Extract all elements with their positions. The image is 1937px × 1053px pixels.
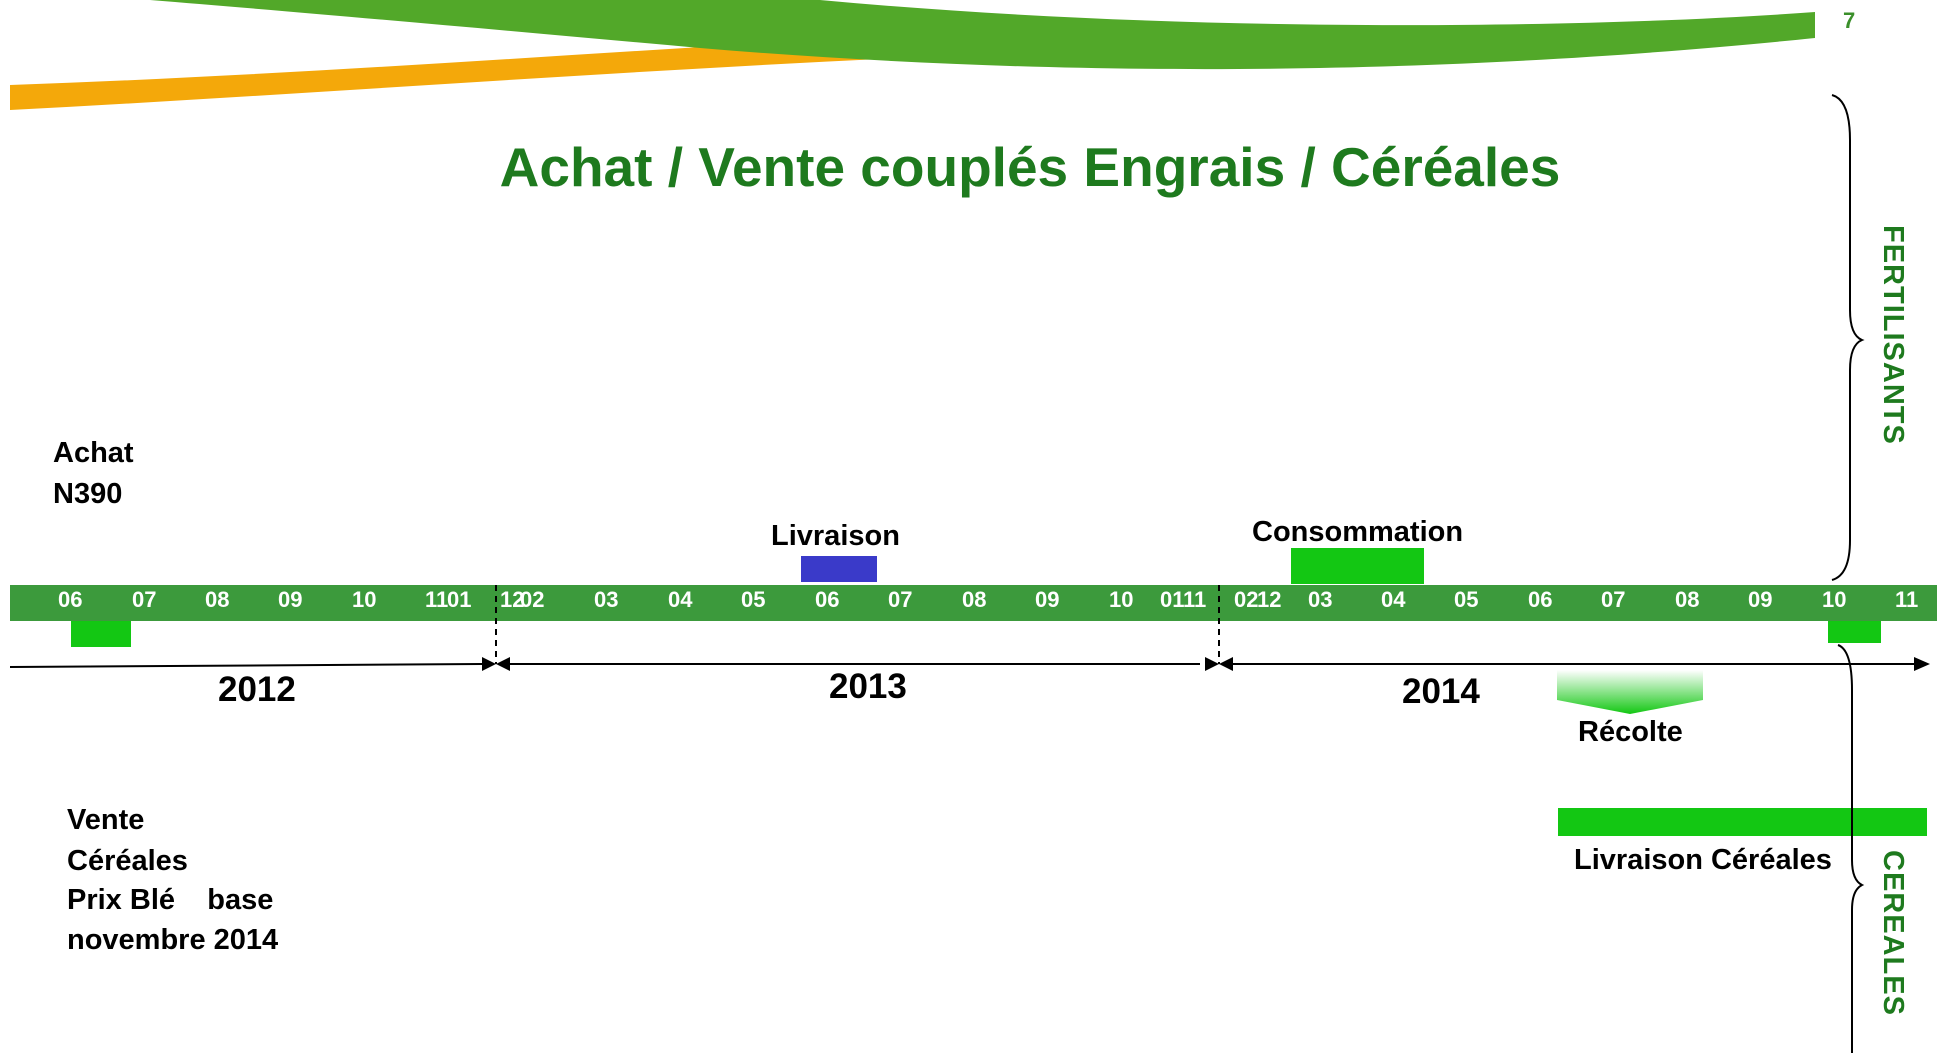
month-tick: 08 <box>1675 587 1700 612</box>
month-tick: 08 <box>962 587 987 612</box>
consommation-bar <box>1291 548 1424 584</box>
month-tick: 07 <box>1601 587 1626 612</box>
month-tick: 09 <box>1748 587 1773 612</box>
month-tick: 03 <box>1308 587 1333 612</box>
month-tick: 07 <box>888 587 913 612</box>
month-tick: 08 <box>205 587 230 612</box>
month-tick: 10 <box>1109 587 1134 612</box>
slide-title: Achat / Vente couplés Engrais / Céréales <box>499 136 1561 198</box>
green-swoosh <box>150 0 1815 70</box>
month-tick: 03 <box>594 587 619 612</box>
month-tick: 06 <box>1528 587 1553 612</box>
month-tick: 11 <box>425 587 449 612</box>
timeline-bar <box>10 585 1937 621</box>
orange-swoosh <box>10 35 900 110</box>
vente-label-4: novembre 2014 <box>67 924 279 956</box>
vente-label-3: Prix Blé base <box>67 884 274 916</box>
page-number: 7 <box>1843 8 1856 33</box>
consommation-label: Consommation <box>1252 516 1464 548</box>
month-tick: 01 <box>447 587 472 612</box>
month-tick: 06 <box>58 587 83 612</box>
month-tick: 10 <box>1822 587 1847 612</box>
month-tick: 01 <box>1160 587 1185 612</box>
vente-marker <box>1828 621 1881 643</box>
year-arrows <box>9 657 1930 671</box>
livraison-bar <box>801 556 877 582</box>
month-tick: 05 <box>741 587 766 612</box>
achat-label-2: N390 <box>53 478 123 510</box>
month-tick: 10 <box>352 587 377 612</box>
month-tick: 04 <box>668 587 693 612</box>
achat-marker <box>71 621 131 647</box>
livraison-label: Livraison <box>771 520 900 552</box>
cereales-brace <box>1837 644 1865 1053</box>
month-tick: 02 <box>520 587 545 612</box>
vente-label-1: Vente <box>67 804 145 836</box>
livraison-cereales-bar <box>1558 808 1927 836</box>
header-swoosh <box>10 0 1815 110</box>
recolte-label: Récolte <box>1578 716 1683 748</box>
month-tick: 11 <box>1183 587 1207 612</box>
month-tick: 12 <box>1257 587 1282 612</box>
month-tick: 05 <box>1454 587 1479 612</box>
month-tick: 06 <box>815 587 840 612</box>
recolte-arrow <box>1557 670 1703 714</box>
month-tick: 04 <box>1381 587 1406 612</box>
livraison-cereales-label: Livraison Céréales <box>1574 844 1832 876</box>
vente-label-2: Céréales <box>67 845 188 877</box>
fertilisants-label: FERTILISANTS <box>1877 225 1909 445</box>
year-label-2013: 2013 <box>829 667 907 706</box>
month-tick: 07 <box>132 587 157 612</box>
month-tick: 12 <box>500 587 525 612</box>
year-label-2012: 2012 <box>218 670 296 709</box>
achat-label-1: Achat <box>53 437 134 469</box>
year-label-2014: 2014 <box>1402 672 1480 711</box>
month-tick: 09 <box>1035 587 1060 612</box>
month-tick: 02 <box>1234 587 1259 612</box>
month-tick: 09 <box>278 587 303 612</box>
cereales-label: CEREALES <box>1877 850 1909 1016</box>
month-tick: 11 <box>1895 587 1919 612</box>
